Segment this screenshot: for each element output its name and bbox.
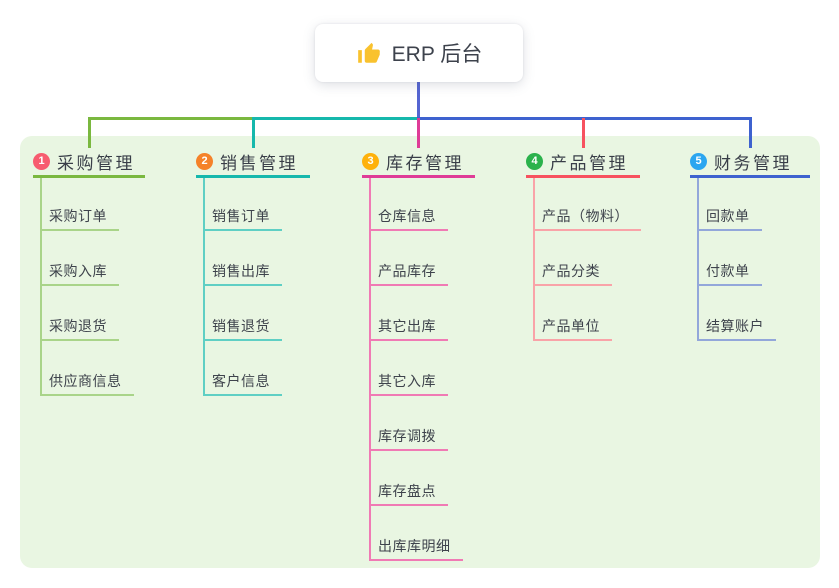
leaf-node[interactable]: 付款单 <box>697 258 762 286</box>
root-title: ERP 后台 <box>391 43 483 66</box>
leaf-node[interactable]: 仓库信息 <box>369 203 448 231</box>
thumbs-up-icon <box>356 40 382 66</box>
leaf-node[interactable]: 回款单 <box>697 203 762 231</box>
branch-title-label: 采购管理 <box>57 153 135 173</box>
leaf-node[interactable]: 出库库明细 <box>369 533 463 561</box>
branch-drop-connector <box>87 118 91 148</box>
leaf-node[interactable]: 其它入库 <box>369 368 448 396</box>
mindmap-panel <box>20 136 820 568</box>
leaf-node[interactable]: 产品库存 <box>369 258 448 286</box>
leaf-node[interactable]: 销售出库 <box>203 258 282 286</box>
branch-number-badge: 2 <box>196 152 213 170</box>
leaf-node[interactable]: 采购订单 <box>40 203 119 231</box>
branch-drop-connector <box>251 118 255 148</box>
leaf-node[interactable]: 销售订单 <box>203 203 282 231</box>
leaf-node[interactable]: 客户信息 <box>203 368 282 396</box>
leaf-node[interactable]: 库存调拨 <box>369 423 448 451</box>
leaf-node[interactable]: 结算账户 <box>697 313 776 341</box>
branch-title-label: 产品管理 <box>550 153 628 173</box>
branch-drop-connector <box>417 118 420 148</box>
branch-rail-segment <box>251 117 419 120</box>
leaf-node[interactable]: 销售退货 <box>203 313 282 341</box>
branch-spine-connector <box>203 178 205 396</box>
root-node-erp[interactable]: ERP 后台 <box>315 24 523 82</box>
branch-title-label: 库存管理 <box>386 153 464 173</box>
branch-spine-connector <box>40 178 42 396</box>
leaf-node[interactable]: 产品单位 <box>533 313 612 341</box>
branch-number-badge: 5 <box>690 152 707 170</box>
branch-title[interactable]: 5 财务管理 <box>690 147 810 178</box>
branch-title[interactable]: 1 采购管理 <box>33 147 145 178</box>
branch-title[interactable]: 3 库存管理 <box>362 147 475 178</box>
branch-rail-segment <box>87 117 253 120</box>
trunk-connector <box>417 82 420 120</box>
branch-title-label: 财务管理 <box>714 153 792 173</box>
branch-spine-connector <box>697 178 699 341</box>
branch-number-badge: 4 <box>526 152 543 170</box>
branch-number-badge: 3 <box>362 152 379 170</box>
leaf-node[interactable]: 产品分类 <box>533 258 612 286</box>
leaf-node[interactable]: 供应商信息 <box>40 368 134 396</box>
branch-title[interactable]: 2 销售管理 <box>196 147 310 178</box>
leaf-node[interactable]: 其它出库 <box>369 313 448 341</box>
branch-spine-connector <box>533 178 535 341</box>
branch-spine-connector <box>369 178 371 561</box>
leaf-node[interactable]: 库存盘点 <box>369 478 448 506</box>
branch-title-label: 销售管理 <box>220 153 298 173</box>
branch-drop-connector <box>748 118 752 148</box>
leaf-node[interactable]: 采购退货 <box>40 313 119 341</box>
leaf-node[interactable]: 产品（物料） <box>533 203 641 231</box>
leaf-node[interactable]: 采购入库 <box>40 258 119 286</box>
branch-drop-connector <box>581 118 585 148</box>
branch-title[interactable]: 4 产品管理 <box>526 147 640 178</box>
branch-number-badge: 1 <box>33 152 50 170</box>
